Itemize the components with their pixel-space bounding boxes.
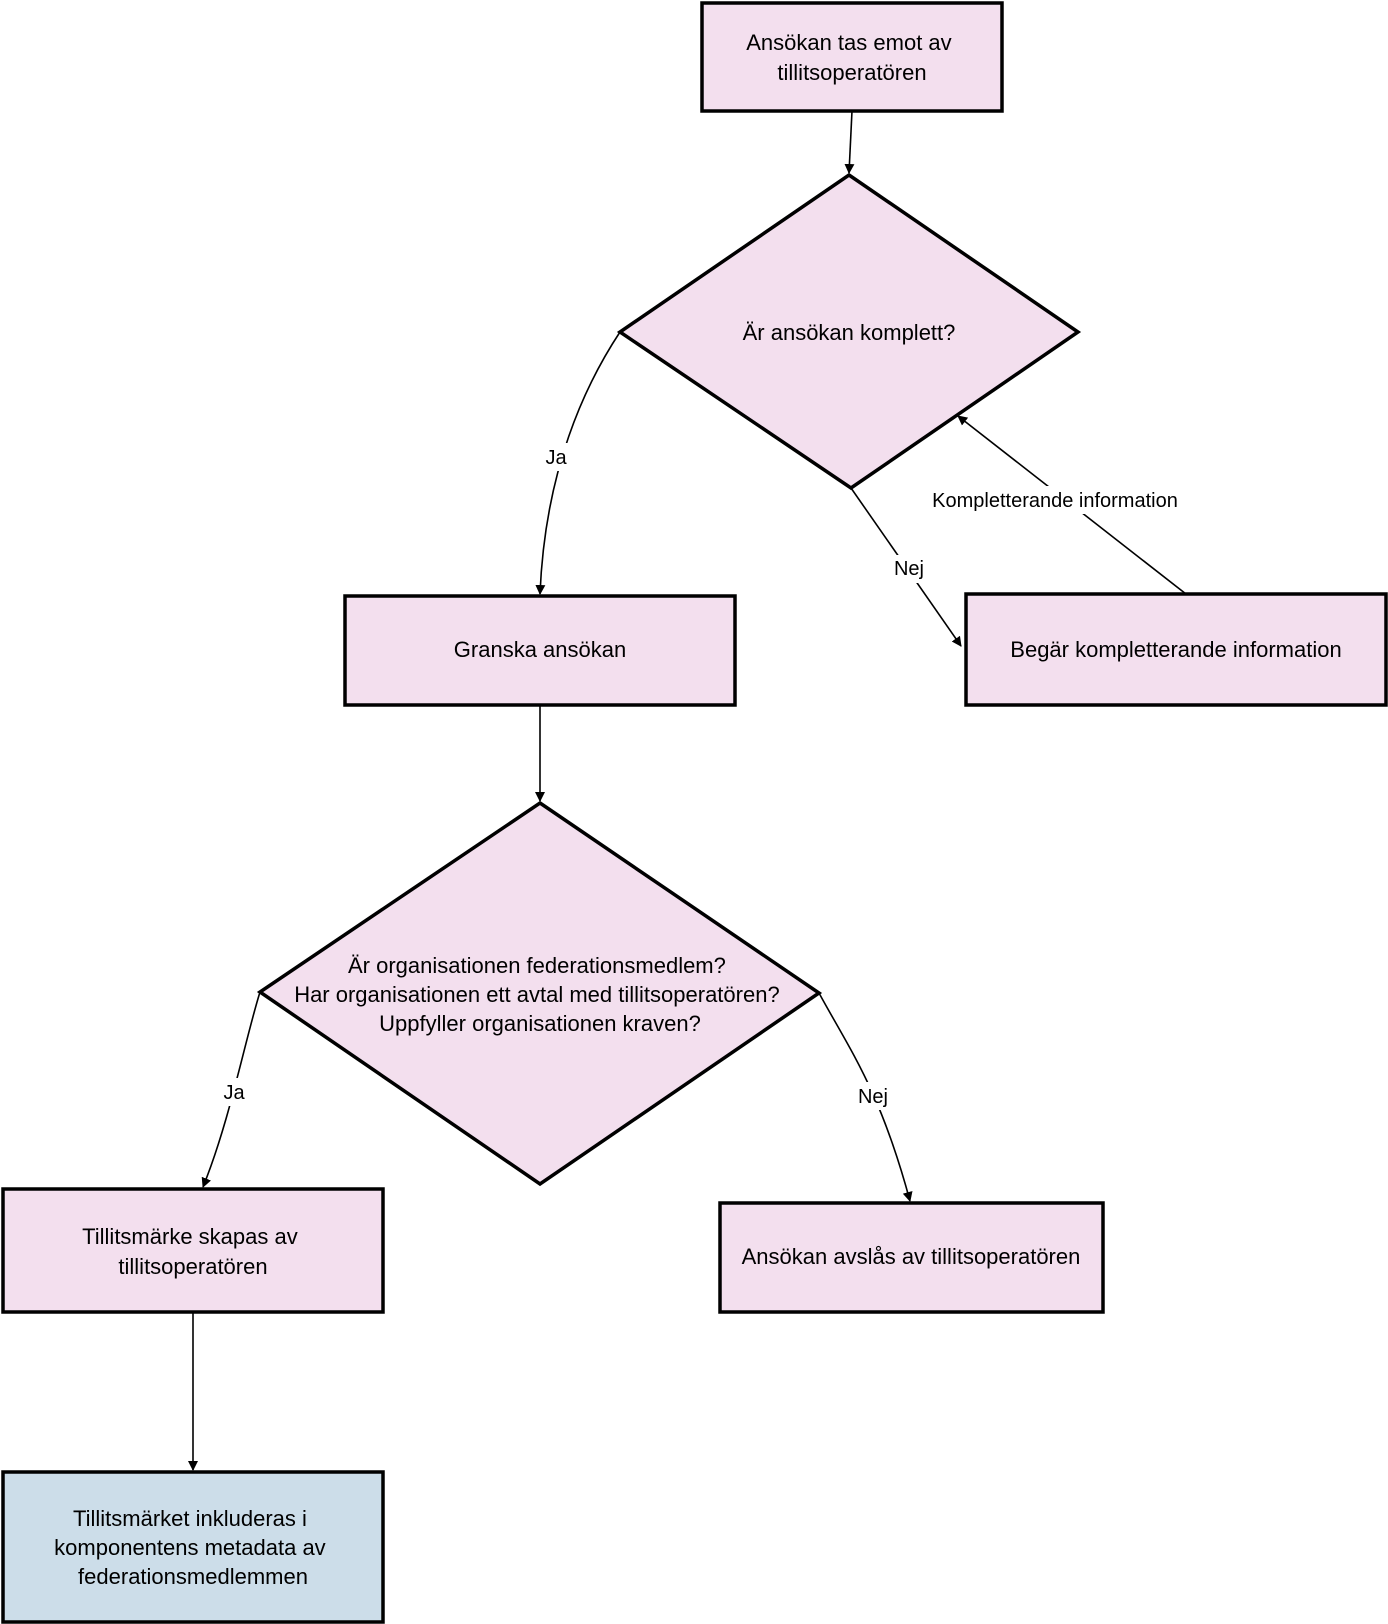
node-trust-mark-in-metadata-label: Tillitsmärket inkluderas i komponentens …: [54, 1506, 332, 1589]
node-member-requirements-decision: Är organisationen federationsmedlem? Har…: [256, 800, 823, 1187]
edge-label-info-return: Kompletterande information: [920, 486, 1190, 514]
node-review-application: Granska ansökan: [343, 594, 737, 707]
edge-label-complete-no-text: Nej: [894, 558, 924, 580]
node-member-requirements-decision-label: Är organisationen federationsmedlem? Har…: [294, 953, 786, 1036]
edge-label-complete-yes: Ja: [538, 443, 574, 471]
node-application-received: Ansökan tas emot av tillitsoperatören: [700, 1, 1004, 113]
edge-label-member-yes: Ja: [216, 1078, 252, 1106]
node-trust-mark-created-label: Tillitsmärke skapas av tillitsoperatören: [82, 1224, 304, 1279]
node-request-information: Begär kompletterande information: [964, 592, 1388, 707]
edge-label-complete-no: Nej: [888, 555, 930, 583]
edge-labels: Ja Nej Kompletterande information Ja Nej: [216, 443, 1190, 1110]
edge-member-no-to-reject: [818, 992, 913, 1202]
node-application-rejected-label: Ansökan avslås av tillitsoperatören: [742, 1244, 1081, 1269]
node-application-rejected: Ansökan avslås av tillitsoperatören: [718, 1201, 1105, 1314]
edge-label-member-no: Nej: [852, 1082, 894, 1110]
edge-label-member-yes-text: Ja: [223, 1082, 245, 1104]
node-is-complete-decision: Är ansökan komplett?: [616, 172, 1082, 491]
edge-check-yes-to-review: [535, 331, 621, 595]
node-request-information-label: Begär kompletterande information: [1010, 637, 1341, 662]
node-trust-mark-created: Tillitsmärke skapas av tillitsoperatören: [1, 1187, 385, 1314]
node-application-received-label: Ansökan tas emot av tillitsoperatören: [746, 30, 958, 85]
node-trust-mark-in-metadata: Tillitsmärket inkluderas i komponentens …: [1, 1470, 385, 1624]
edge-label-complete-yes-text: Ja: [545, 447, 567, 469]
edge-start-to-check: [844, 110, 855, 174]
edge-label-info-return-text: Kompletterande information: [932, 490, 1178, 512]
node-is-complete-decision-label: Är ansökan komplett?: [743, 320, 956, 345]
node-review-application-label: Granska ansökan: [454, 637, 626, 662]
edge-label-member-no-text: Nej: [858, 1086, 888, 1108]
